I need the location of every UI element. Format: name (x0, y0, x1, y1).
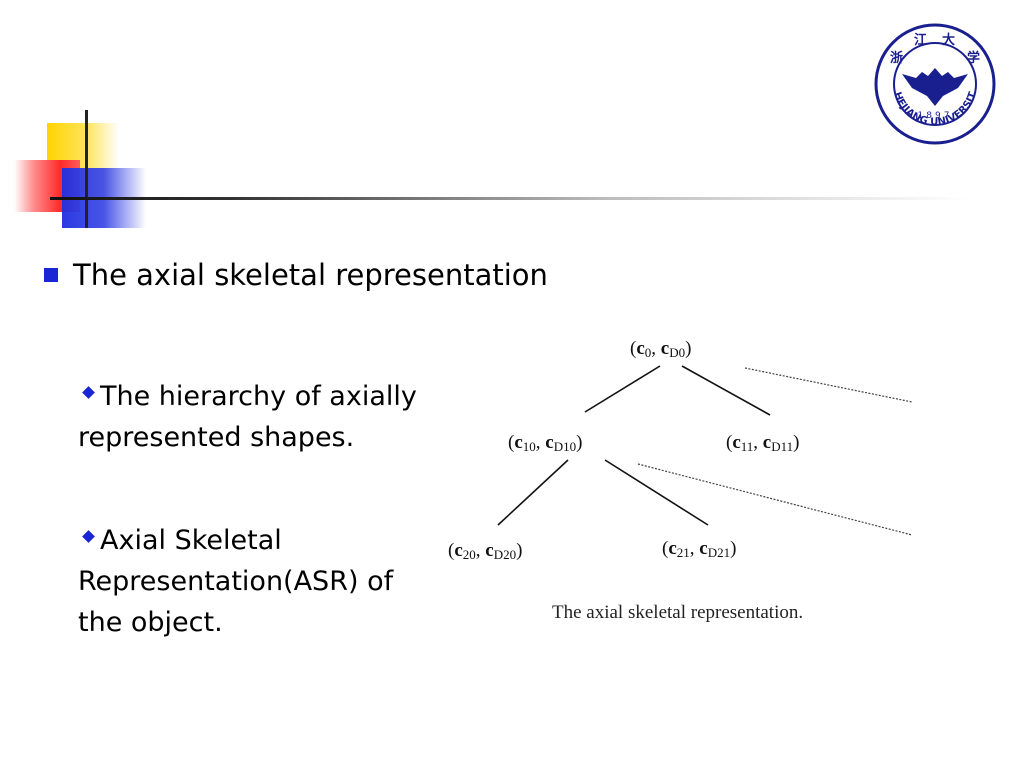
tree-edge (584, 365, 661, 413)
tree-edge (681, 365, 771, 416)
logo-char-1: 浙 (890, 50, 903, 66)
tree-edge (497, 459, 569, 526)
subpoint-1-text: The hierarchy of axially represented sha… (78, 381, 417, 453)
tree-node-11: (c11, cD11) (726, 432, 799, 454)
bullet-square-icon (44, 268, 58, 282)
tree-node-root: (c0, cD0) (630, 338, 691, 360)
tree-node-10: (c10, cD10) (508, 432, 582, 454)
figure-caption: The axial skeletal representation. (552, 602, 803, 623)
eagle-icon (902, 68, 968, 106)
logo-char-3: 大 (942, 32, 955, 48)
diamond-bullet-icon (82, 386, 95, 399)
asr-hierarchy-figure: (c0, cD0) (c10, cD10) (c11, cD11) (c20, … (448, 338, 913, 623)
subpoint-2: Axial Skeletal Representation(ASR) of th… (78, 520, 418, 643)
logo-char-4: 学 (967, 50, 980, 66)
logo-year: 1897 (918, 111, 953, 121)
subpoint-2-text: Axial Skeletal Representation(ASR) of th… (78, 525, 394, 638)
decor-horizontal-rule (50, 197, 970, 200)
logo-char-2: 江 (914, 32, 927, 48)
main-bullet-text: The axial skeletal representation (73, 258, 548, 292)
zhejiang-university-logo: 浙 江 大 学 1897 ZHEJIANG UNIVERSITY (872, 22, 996, 145)
tree-node-20: (c20, cD20) (448, 540, 522, 562)
tree-edge (604, 459, 709, 526)
dotted-connector (637, 463, 913, 536)
dotted-connector (744, 367, 913, 403)
tree-node-21: (c21, cD21) (662, 538, 736, 560)
subpoint-1: The hierarchy of axially represented sha… (78, 376, 418, 458)
diamond-bullet-icon (82, 530, 95, 543)
decor-vertical-line (85, 110, 88, 228)
